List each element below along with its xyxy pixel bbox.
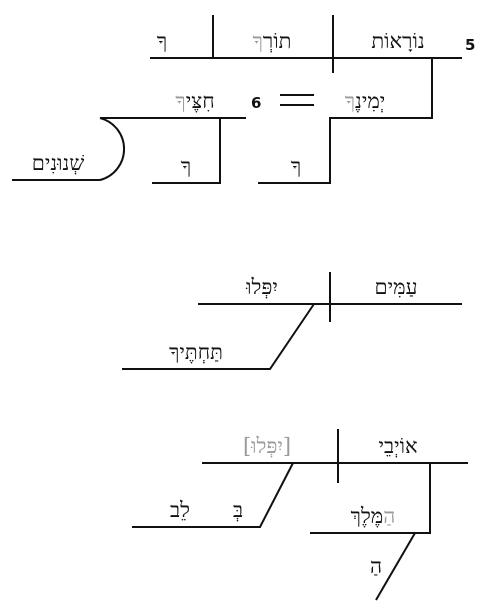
connector-tachtecha [122,303,315,370]
word-shenunim: שְׁנוּנִים [32,151,85,175]
word-ha: הַ [370,554,382,578]
connector-hamelech [310,463,431,534]
word-yeminecha: יְמִינֶךָ [345,89,386,113]
word-yiplu: יִפְּלוּ [245,275,278,299]
hitsecha-base: חִצֶּי [186,89,215,113]
word-pronoun-yemin: ךָ [291,154,301,178]
yeminecha-base: יְמִינֶ [355,89,385,113]
word-pronoun-top: ךָ [157,29,167,53]
connector-hits [152,118,221,184]
word-hitsecha: חִצֶּיךָ [175,89,214,113]
connector-belev [132,462,294,528]
word-oyvei: אוֹיְבֵי [378,434,417,458]
word-hamelech: הַמֶּלֶךְ [351,504,396,528]
word-noraot: נוֹרָאוֹת [371,29,424,53]
verse-number-5: 5 [465,36,475,54]
word-pronoun-hits: ךָ [181,154,191,178]
verse-number-6: 6 [251,94,261,112]
word-amim: עַמִּים [375,275,418,299]
hamelech-article: הַ [383,504,395,528]
torcha-base: תוֹרְ [263,29,292,53]
word-lev: לֵב [170,498,190,522]
yeminecha-suffix: ךָ [345,89,355,113]
hitsecha-suffix: ךָ [175,89,185,113]
word-yiplu-implied: [יִפְּלוּ] [243,434,291,458]
connector-ha [375,532,416,601]
word-tachtecha: תַּחְתֶּיךָ [169,340,223,364]
diagram-oyvei: אוֹיְבֵי [יִפְּלוּ] בְּ לֵב הַמֶּלֶךְ הַ [132,429,468,601]
diagram-verse-5-6: 5 נוֹרָאוֹת תוֹרְךָ ךָ יְמִינֶךָ ךָ 6 חִ… [12,15,475,184]
word-torcha: תוֹרְךָ [253,29,292,53]
hamelech-noun: מֶּלֶךְ [351,504,384,528]
bracket-shenunim [12,117,126,181]
diagram-amim: עַמִּים יִפְּלוּ תַּחְתֶּיךָ [122,272,462,370]
word-be: בְּ [233,498,243,522]
connector-yemin [258,58,433,184]
torcha-suffix: ךָ [253,29,263,53]
